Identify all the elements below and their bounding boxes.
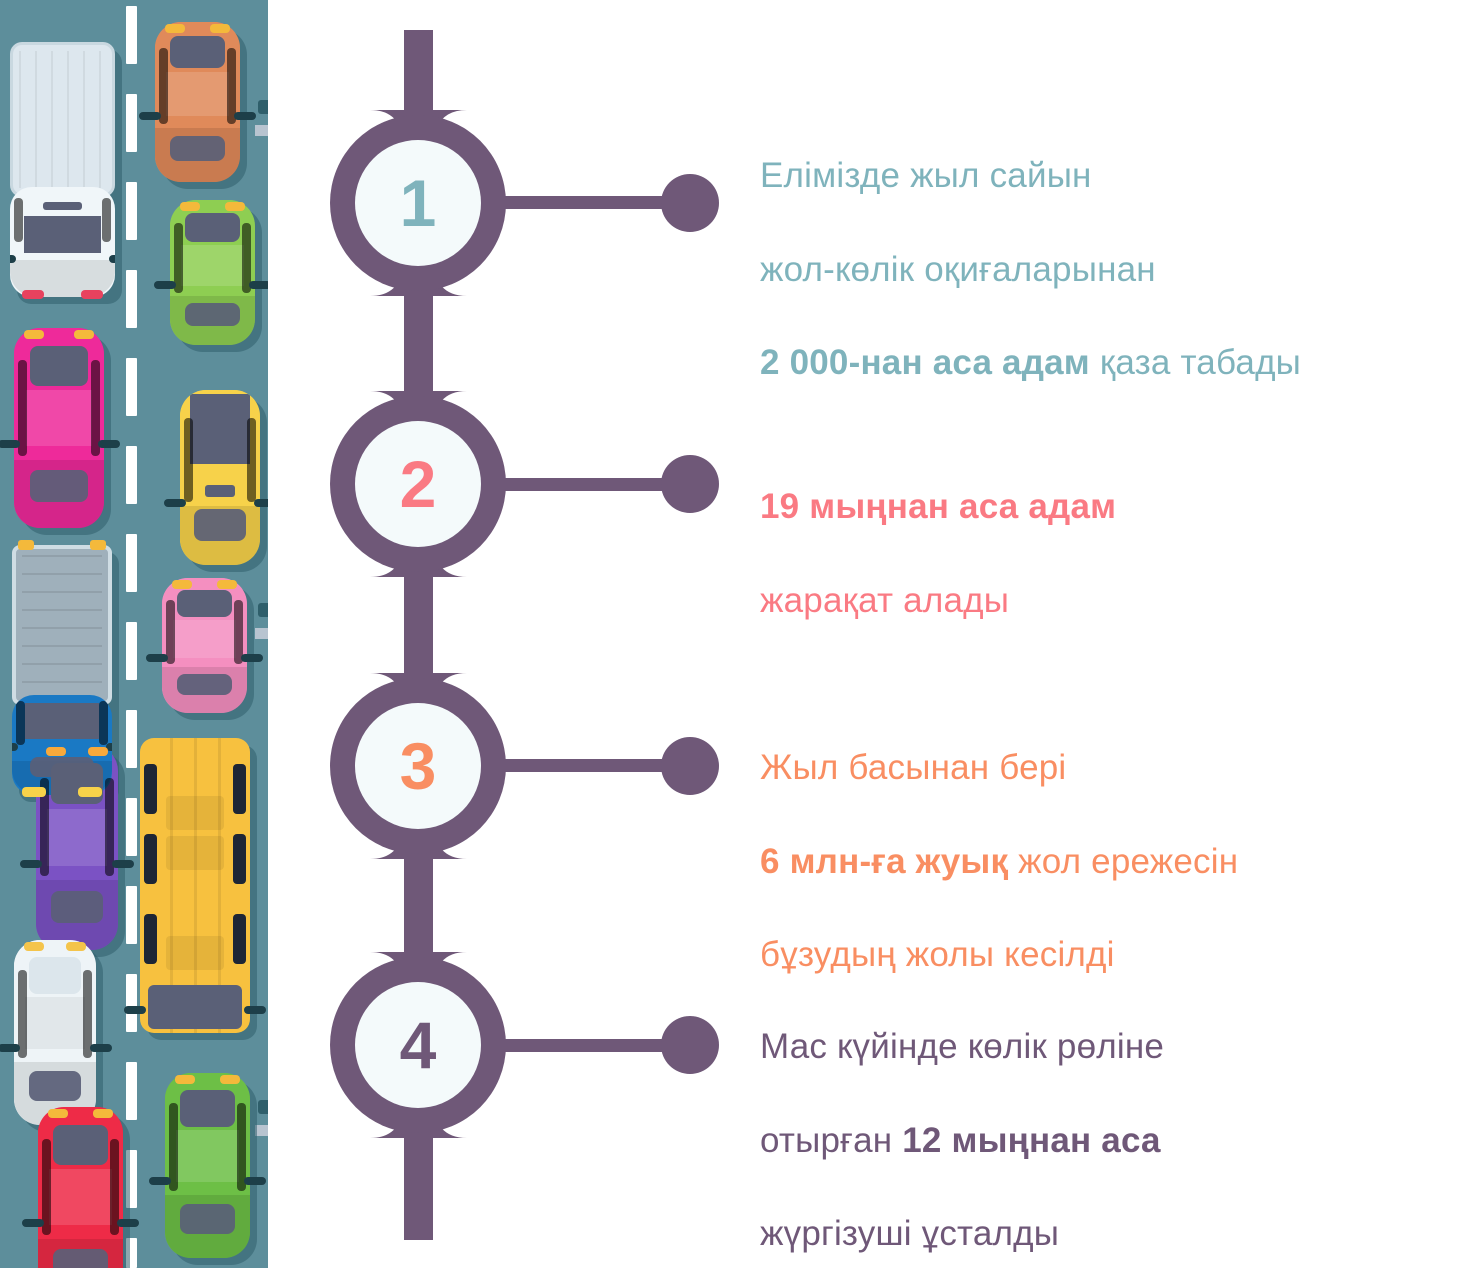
step-text-3: Жыл басынан бері 6 млн-ға жуық жол ереже…	[760, 698, 1440, 979]
lane-dash	[126, 622, 137, 680]
vehicle-red-sedan	[22, 1107, 139, 1268]
step-number-2: 2	[400, 447, 437, 521]
step-4-highlight: 12 мыңнан аса	[902, 1120, 1161, 1160]
step-2-highlight: 19 мыңнан аса адам	[760, 486, 1117, 526]
lane-dash	[126, 6, 137, 64]
lane-dash	[126, 1150, 137, 1208]
step-3-line-2-tail: жол ережесін	[1008, 841, 1239, 881]
lane-dash	[126, 886, 137, 944]
vehicle-yellow-sedan	[164, 390, 268, 572]
vehicle-magenta-sedan	[0, 328, 120, 535]
step-text-4: Мас күйінде көлік рөліне отырған 12 мыңн…	[760, 977, 1440, 1258]
timeline-connectors	[500, 174, 719, 1074]
road-marking	[258, 603, 268, 617]
step-3-line-3: бұзудың жолы кесілді	[760, 935, 1115, 975]
lane-dash	[126, 94, 137, 152]
step-1-line-1: Елімізде жыл сайын	[760, 155, 1092, 195]
vehicle-green-sedan-2	[149, 1073, 266, 1265]
timeline-step-rings	[330, 115, 506, 1133]
step-3-line-1: Жыл басынан бері	[760, 747, 1067, 787]
step-number-3: 3	[400, 729, 437, 803]
step-text-1: Елімізде жыл сайын жол-көлік оқиғаларына…	[760, 106, 1440, 387]
road-marking	[258, 1100, 268, 1114]
vehicle-white-box-truck	[10, 42, 122, 304]
step-4-line-1: Мас күйінде көлік рөліне	[760, 1026, 1165, 1066]
step-number-4: 4	[400, 1008, 437, 1082]
lane-dash	[126, 182, 137, 240]
lane-dash	[126, 270, 137, 328]
road-illustration	[0, 0, 268, 1268]
vehicle-orange-sedan	[139, 22, 256, 189]
vehicle-violet-sedan	[20, 745, 134, 957]
step-1-highlight: 2 000-нан аса адам	[760, 343, 1090, 383]
road-marking	[255, 628, 268, 639]
step-4-line-3: жүргізуші ұсталды	[760, 1214, 1060, 1254]
road-marking	[255, 1125, 268, 1136]
step-4-line-2-head: отырған	[760, 1120, 903, 1160]
step-1-line-3-tail: қаза табады	[1089, 343, 1302, 383]
vehicle-yellow-school-bus	[124, 738, 266, 1040]
lane-dash	[126, 974, 137, 1032]
lane-dash	[126, 358, 137, 416]
step-1-line-2: жол-көлік оқиғаларынан	[760, 249, 1156, 289]
vehicle-green-sedan	[154, 200, 268, 352]
road-marking	[255, 125, 268, 136]
lane-dash	[126, 710, 137, 768]
step-text-2: 19 мыңнан аса адам жарақат алады	[760, 437, 1440, 625]
lane-dash	[126, 534, 137, 592]
step-3-highlight: 6 млн-ға жуық	[760, 841, 1009, 881]
step-number-1: 1	[400, 166, 437, 240]
vehicle-pink-sedan	[146, 578, 263, 720]
lane-dash	[126, 1238, 137, 1268]
vehicle-white-sedan	[0, 940, 112, 1132]
vehicle-gray-trailer-truck	[12, 540, 119, 802]
lane-dash	[126, 446, 137, 504]
lane-dash	[126, 798, 137, 856]
step-2-line-2: жарақат алады	[760, 580, 1010, 620]
lane-dash	[126, 1062, 137, 1120]
road-marking	[258, 100, 268, 114]
